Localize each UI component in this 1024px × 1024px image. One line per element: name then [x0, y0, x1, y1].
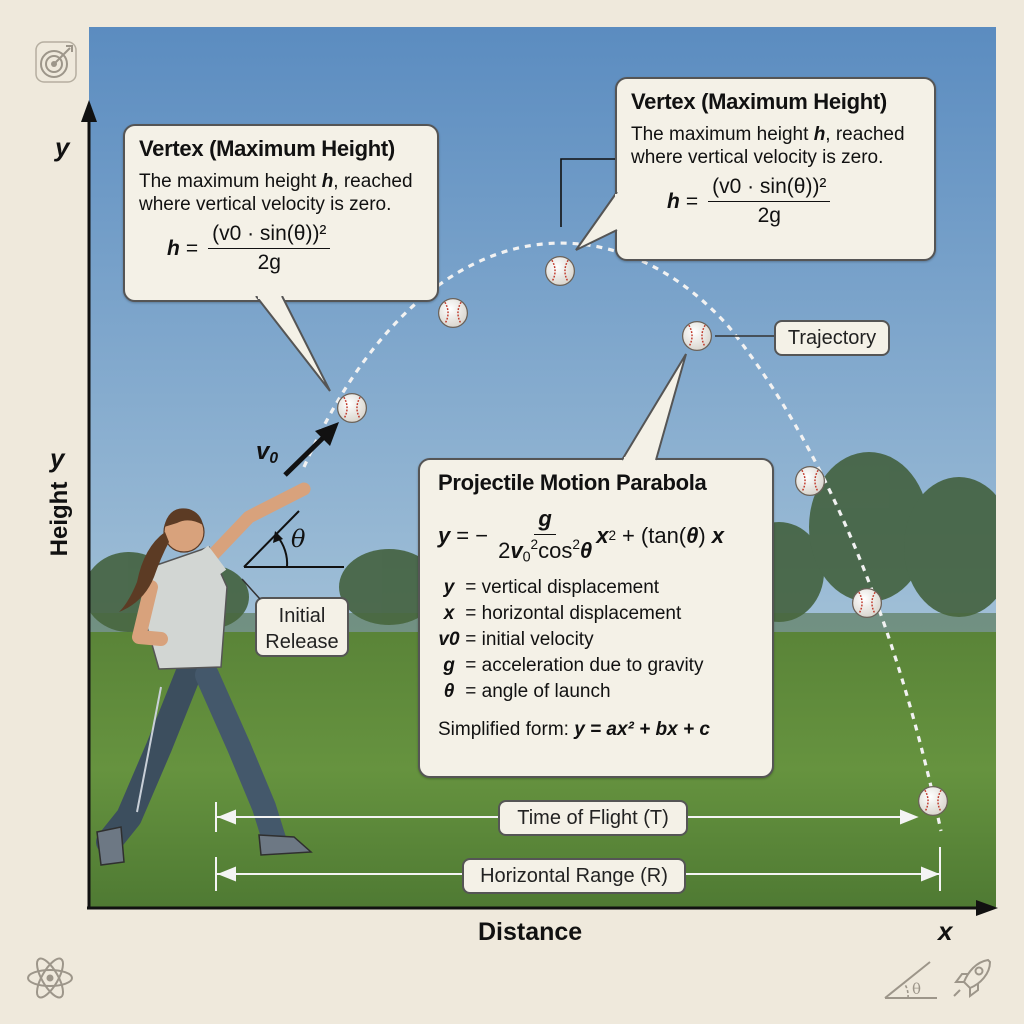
- definition-row: x = horizontal displacement: [438, 601, 756, 627]
- vertex-left-formula: h = (v0 · sin(θ))² 2g: [167, 222, 423, 275]
- simplified-form: Simplified form: y = ax² + bx + c: [438, 717, 756, 743]
- vertex-right-numerator: (v0 · sin(θ))²: [708, 175, 831, 202]
- x-axis-title: Distance: [478, 918, 583, 946]
- angle-theta-icon: θ: [884, 961, 937, 999]
- definition-row: v0 = initial velocity: [438, 627, 756, 653]
- definition-symbol: g: [443, 655, 455, 677]
- y-axis-side-label: y: [50, 443, 65, 473]
- vertex-callout-right-title: Vertex (Maximum Height): [631, 89, 887, 114]
- parabola-box-title: Projectile Motion Parabola: [438, 470, 707, 495]
- definition-symbol: θ: [443, 681, 455, 703]
- vertex-right-formula: h = (v0 · sin(θ))² 2g: [667, 175, 920, 228]
- vertex-left-text-a: The maximum height: [139, 171, 322, 192]
- definition-text: = acceleration due to gravity: [465, 655, 704, 677]
- definition-row: g = acceleration due to gravity: [438, 653, 756, 679]
- launch-angle-indicator: [243, 510, 344, 568]
- vertex-left-denominator: 2g: [257, 251, 281, 274]
- target-icon: [35, 41, 77, 83]
- vertex-right-text-b: , reached where vertical velocity is zer…: [631, 124, 905, 168]
- y-axis-top-label: y: [55, 132, 70, 162]
- velocity-subscript: 0: [269, 449, 279, 467]
- vertex-left-lhs: h: [167, 236, 180, 260]
- velocity-arrow-head: [315, 422, 339, 446]
- vertex-left-numerator: (v0 · sin(θ))²: [208, 222, 331, 249]
- definition-text: = angle of launch: [465, 681, 611, 703]
- vertex-left-text-b: , reached where vertical velocity is zer…: [139, 171, 413, 215]
- vertex-callout-left: Vertex (Maximum Height) The maximum heig…: [123, 124, 439, 302]
- vertex-right-text-a: The maximum height: [631, 124, 814, 145]
- velocity-label: v0: [256, 438, 278, 468]
- vertex-pointer-line: [560, 158, 616, 227]
- vertex-callout-right-tail: [575, 191, 619, 251]
- x-axis-end-label: x: [938, 916, 953, 946]
- parabola-box-tail: [621, 353, 687, 461]
- parabola-definitions: y = vertical displacement x = horizontal…: [438, 575, 756, 705]
- definition-row: y = vertical displacement: [438, 575, 756, 601]
- simplified-prefix: Simplified form:: [438, 719, 575, 741]
- vertex-right-lhs: h: [667, 189, 680, 213]
- velocity-arrow: [283, 430, 331, 477]
- rocket-icon: [953, 958, 992, 998]
- angle-theta-icon-glyph: θ: [912, 980, 921, 998]
- definition-row: θ = angle of launch: [438, 679, 756, 705]
- horizontal-range-label: Horizontal Range (R): [462, 858, 686, 894]
- initial-release-line2: Release: [265, 631, 339, 653]
- parabola-info-box: Projectile Motion Parabola y= − g 2v02co…: [418, 458, 774, 778]
- y-axis-title: Height: [46, 481, 73, 557]
- atom-icon: [27, 957, 73, 999]
- vertex-callout-left-text: The maximum height h, reached where vert…: [139, 170, 423, 216]
- y-axis-arrow: [81, 100, 97, 122]
- trajectory-label: Trajectory: [774, 320, 890, 356]
- definition-symbol: v0: [438, 629, 460, 651]
- vertex-callout-left-tail: [255, 296, 331, 392]
- time-of-flight-label: Time of Flight (T): [498, 800, 688, 836]
- athlete-figure: [96, 482, 313, 866]
- angle-label: θ: [291, 525, 306, 553]
- definition-symbol: y: [443, 577, 455, 599]
- vertex-callout-right-text: The maximum height h, reached where vert…: [631, 123, 920, 169]
- vertex-callout-left-title: Vertex (Maximum Height): [139, 136, 395, 161]
- velocity-symbol: v: [256, 438, 270, 465]
- vertex-right-text-h: h: [813, 124, 826, 145]
- vertex-right-denominator: 2g: [757, 204, 781, 227]
- x-axis-arrow: [976, 900, 998, 916]
- definition-text: = initial velocity: [465, 629, 594, 651]
- initial-release-pointer: [241, 578, 261, 600]
- vertex-callout-right: Vertex (Maximum Height) The maximum heig…: [615, 77, 936, 261]
- simplified-formula: y = ax² + bx + c: [574, 719, 710, 741]
- initial-release-label: Initial Release: [255, 597, 349, 657]
- definition-symbol: x: [443, 603, 455, 625]
- vertex-left-text-h: h: [321, 171, 334, 192]
- trajectory-path: [302, 241, 943, 832]
- definition-text: = horizontal displacement: [465, 603, 682, 625]
- initial-release-line1: Initial: [278, 605, 326, 627]
- definition-text: = vertical displacement: [465, 577, 660, 599]
